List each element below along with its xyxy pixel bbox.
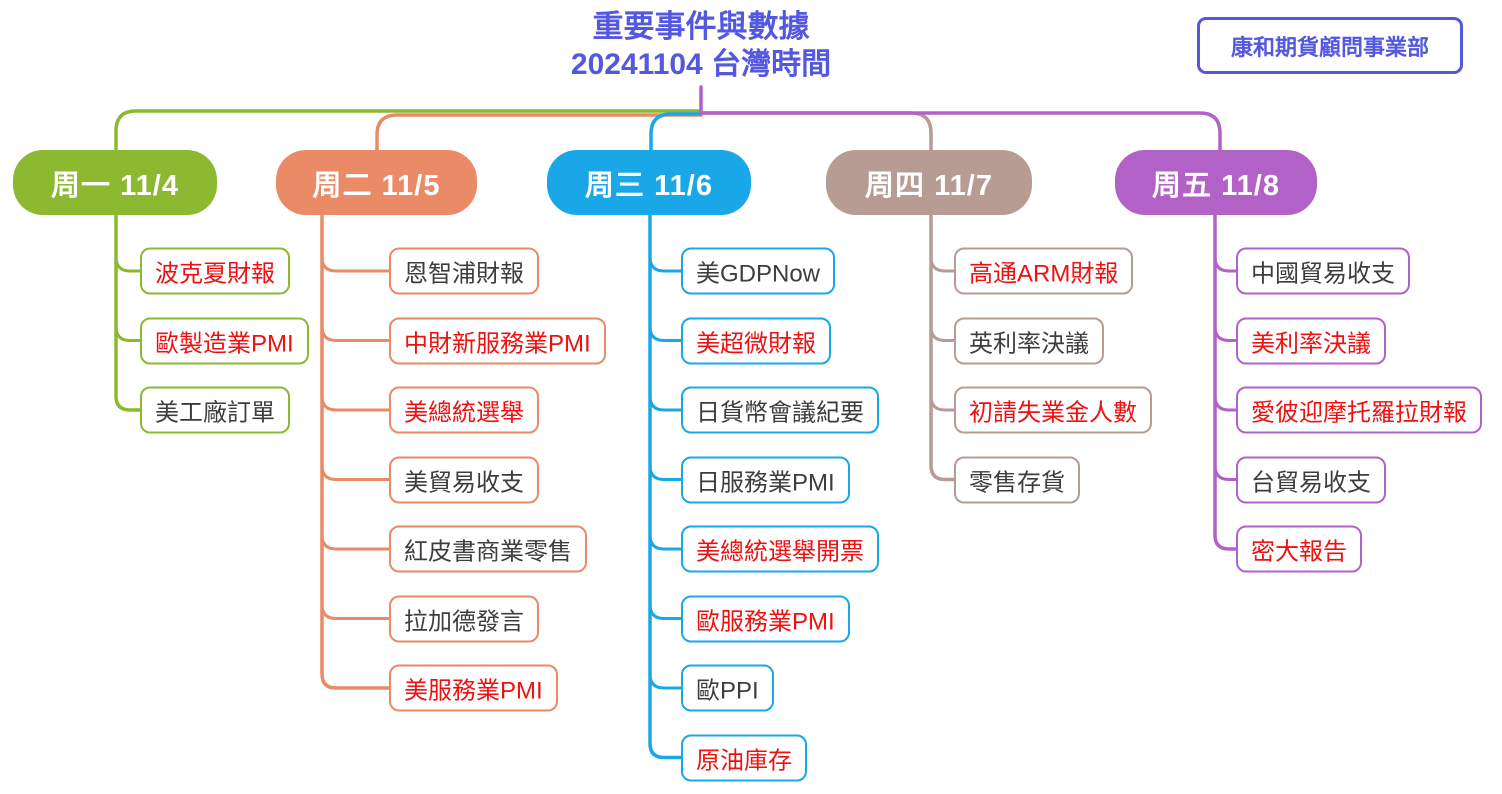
event-label: 美總統選舉開票 — [696, 538, 864, 566]
event-label: 歐製造業PMI — [155, 330, 294, 357]
day-header-1: 周一 11/4 — [13, 150, 217, 215]
event-label: 英利率決議 — [969, 330, 1089, 357]
event-label: 美GDPNow — [696, 260, 821, 288]
day-header-label: 周五 11/8 — [1152, 169, 1280, 202]
event-node: 日服務業PMI — [681, 456, 850, 503]
event-node: 日貨幣會議紀要 — [681, 386, 879, 434]
event-label: 美服務業PMI — [404, 677, 543, 705]
event-node: 美超微財報 — [681, 317, 831, 364]
event-label: 波克夏財報 — [155, 260, 275, 288]
event-node: 原油庫存 — [681, 734, 807, 781]
page-title-line1: 重要事件與數據 — [592, 9, 810, 44]
event-node: 初請失業金人數 — [954, 386, 1152, 434]
event-label: 日服務業PMI — [696, 469, 835, 496]
event-node: 美GDPNow — [681, 247, 836, 295]
day-header-3: 周三 11/6 — [547, 150, 751, 215]
day-header-5: 周五 11/8 — [1115, 150, 1317, 215]
event-label: 拉加德發言 — [404, 608, 524, 635]
event-node: 愛彼迎摩托羅拉財報 — [1236, 386, 1482, 434]
event-node: 波克夏財報 — [140, 247, 290, 295]
event-label: 美總統選舉 — [404, 399, 524, 427]
day-header-2: 周二 11/5 — [276, 150, 477, 215]
event-label: 歐PPI — [696, 677, 759, 705]
event-node: 拉加德發言 — [389, 595, 539, 642]
event-node: 紅皮書商業零售 — [389, 525, 587, 573]
company-badge: 康和期貨顧問事業部 — [1197, 17, 1463, 74]
page-title: 重要事件與數據 20241104 台灣時間 — [571, 8, 831, 84]
event-label: 美貿易收支 — [404, 469, 524, 496]
event-label: 歐服務業PMI — [696, 608, 835, 635]
event-node: 英利率決議 — [954, 317, 1104, 364]
event-node: 美服務業PMI — [389, 664, 558, 712]
event-node: 零售存貨 — [954, 456, 1080, 503]
event-node: 美總統選舉 — [389, 386, 539, 434]
event-node: 台貿易收支 — [1236, 456, 1386, 503]
day-header-label: 周二 11/5 — [312, 169, 441, 202]
day-header-label: 周一 11/4 — [51, 169, 179, 202]
event-label: 中國貿易收支 — [1251, 260, 1395, 288]
event-node: 歐PPI — [681, 664, 774, 712]
day-header-4: 周四 11/7 — [826, 150, 1032, 215]
day-header-label: 周四 11/7 — [865, 169, 993, 202]
event-node: 美利率決議 — [1236, 317, 1386, 364]
page-title-line2: 20241104 台灣時間 — [570, 48, 832, 81]
event-node: 恩智浦財報 — [389, 247, 539, 295]
event-node: 中國貿易收支 — [1236, 247, 1410, 295]
event-label: 恩智浦財報 — [404, 260, 524, 288]
event-label: 台貿易收支 — [1251, 469, 1371, 496]
event-node: 高通ARM財報 — [954, 247, 1134, 295]
event-label: 密大報告 — [1251, 538, 1347, 566]
event-label: 愛彼迎摩托羅拉財報 — [1251, 399, 1467, 427]
event-node: 中財新服務業PMI — [389, 317, 606, 364]
day-header-label: 周三 11/6 — [585, 169, 713, 202]
event-label: 日貨幣會議紀要 — [696, 399, 864, 427]
event-label: 美超微財報 — [696, 330, 816, 357]
event-label: 原油庫存 — [696, 747, 792, 774]
event-node: 美貿易收支 — [389, 456, 539, 503]
event-node: 歐服務業PMI — [681, 595, 850, 642]
event-node: 歐製造業PMI — [140, 317, 309, 364]
event-label: 高通ARM財報 — [969, 260, 1119, 288]
event-node: 美總統選舉開票 — [681, 525, 879, 573]
event-label: 美利率決議 — [1251, 330, 1371, 357]
event-node: 密大報告 — [1236, 525, 1362, 573]
event-label: 中財新服務業PMI — [404, 330, 591, 357]
event-label: 初請失業金人數 — [969, 399, 1137, 427]
event-node: 美工廠訂單 — [140, 386, 290, 434]
event-label: 零售存貨 — [969, 469, 1065, 496]
event-label: 美工廠訂單 — [155, 399, 275, 427]
event-label: 紅皮書商業零售 — [404, 538, 572, 566]
company-badge-label: 康和期貨顧問事業部 — [1230, 34, 1429, 60]
